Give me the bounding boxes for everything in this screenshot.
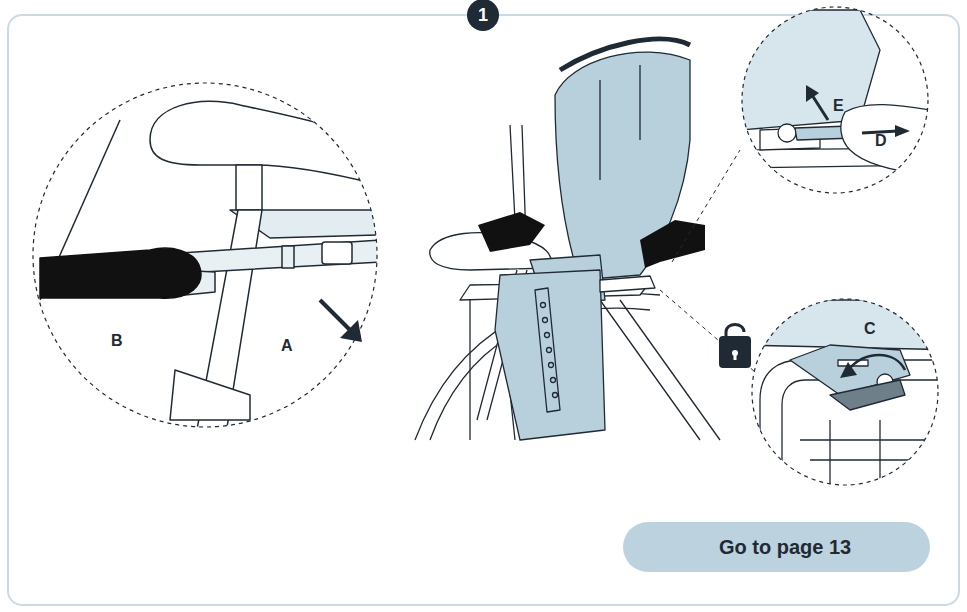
leader-line bbox=[672, 150, 740, 262]
detail-circle bbox=[742, 7, 928, 193]
callout-letter: D bbox=[875, 133, 887, 149]
unlock-icon bbox=[726, 325, 744, 346]
hand bbox=[478, 212, 545, 252]
rotate-arrow bbox=[848, 355, 905, 370]
arrow-head bbox=[806, 85, 819, 102]
bike-seat bbox=[415, 39, 720, 440]
step-frame bbox=[8, 15, 959, 605]
lift-arrow bbox=[812, 95, 828, 120]
callout-letter: E bbox=[833, 98, 844, 114]
page-link-button: Go to page 13 bbox=[623, 522, 930, 572]
step-number: 1 bbox=[467, 0, 499, 31]
pull-arrow bbox=[320, 300, 352, 332]
arrow-head bbox=[340, 320, 362, 342]
unlock-icon bbox=[719, 336, 751, 368]
callout-letter: A bbox=[281, 338, 293, 354]
unlock-icon bbox=[734, 353, 737, 360]
detail-circle bbox=[33, 83, 377, 427]
callout-letter: B bbox=[111, 333, 123, 349]
arrow-head bbox=[840, 362, 857, 378]
detail-circle bbox=[752, 299, 938, 485]
latch-detail bbox=[740, 300, 960, 500]
lever-detail bbox=[730, 10, 940, 175]
arrow-head bbox=[895, 125, 910, 137]
page-link-button-text: Go to page 13 bbox=[719, 536, 851, 559]
callout-letter: C bbox=[864, 321, 876, 337]
step-number-text: 1 bbox=[478, 5, 488, 26]
leader-line bbox=[660, 290, 755, 372]
strap-detail bbox=[40, 101, 380, 440]
